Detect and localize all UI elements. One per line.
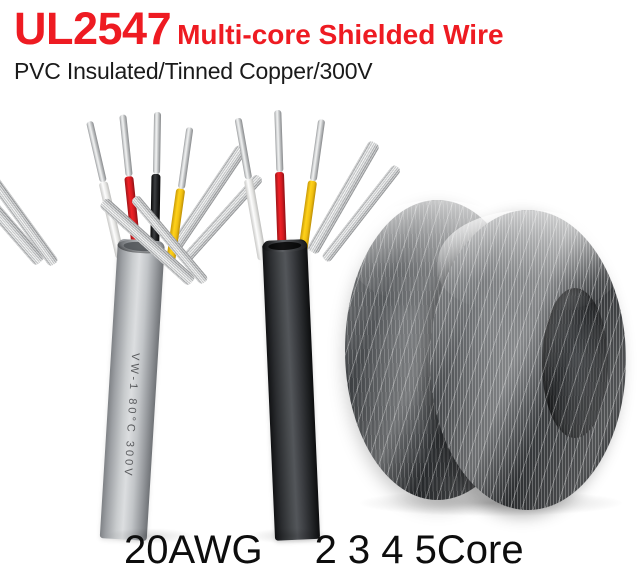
black-jacket: [262, 239, 321, 541]
footer-block: 20AWG 2 3 4 5Core: [0, 528, 641, 588]
product-name: Multi-core Shielded Wire: [177, 19, 504, 50]
black-cable-shadow: [248, 528, 334, 544]
jacket-print-text: VW-1 80°C 300V: [120, 352, 141, 479]
spec-line: 20AWG 2 3 4 5Core: [124, 528, 524, 572]
coil-bore: [541, 288, 609, 438]
gray-jacket: VW-1 80°C 300V: [99, 238, 165, 541]
wire-gauge-label: 20AWG: [124, 528, 263, 572]
front-wire-coil: [430, 210, 626, 510]
core-count-label: 2 3 4 5Core: [314, 528, 524, 572]
product-photo: VW-1 80°C 300V: [0, 92, 641, 544]
gray-cable-shadow: [104, 528, 194, 544]
product-subtitle: PVC Insulated/Tinned Copper/300V: [14, 58, 373, 84]
product-code: UL2547: [14, 3, 172, 54]
